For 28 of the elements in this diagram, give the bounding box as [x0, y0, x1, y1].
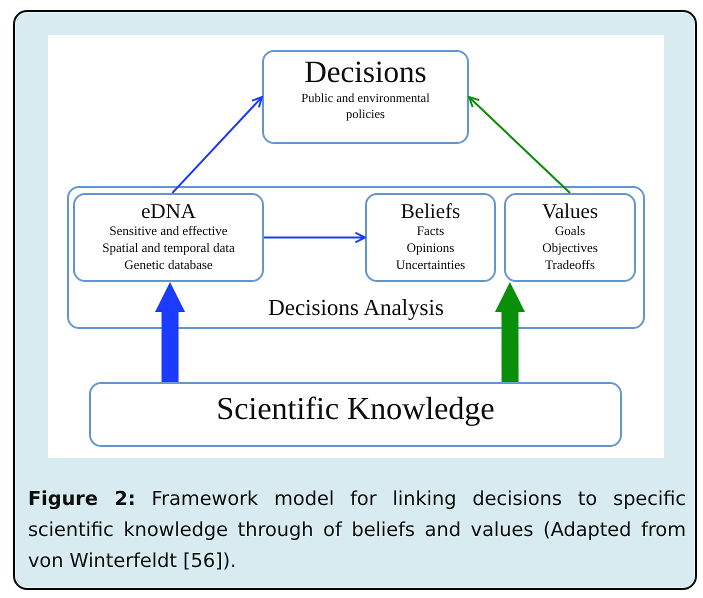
- process-box: [504, 193, 636, 282]
- item-text: Sensitive and effective: [108, 223, 229, 240]
- title-text: Decisions: [303, 54, 428, 90]
- figure-caption: Figure 2: Framework model for linking decisions to specific scientific knowledge through of beliefs and values (Adapted from von Winterfeldt [56]).: [28, 486, 686, 574]
- box-title: Values: [541, 199, 599, 224]
- box-title: eDNA: [140, 199, 197, 224]
- group-title: Decisions Analysis: [267, 294, 445, 321]
- thick-arrow: [155, 282, 186, 382]
- subtitle-text: Public and environmental policies: [300, 90, 431, 122]
- arrow: [468, 96, 571, 194]
- arrow: [264, 232, 366, 244]
- analysis-group-box: [67, 186, 645, 329]
- process-box: [365, 193, 496, 282]
- thick-arrow: [494, 282, 525, 382]
- item-text: Genetic database: [123, 256, 214, 274]
- process-box: [73, 193, 264, 282]
- box-title: Beliefs: [400, 199, 462, 224]
- knowledge-box: [89, 382, 622, 447]
- decision-box: [262, 50, 469, 144]
- item-text: Uncertainties: [394, 256, 466, 274]
- item-text: Tradeoffs: [544, 256, 596, 274]
- box-title: Scientific Knowledge: [215, 390, 496, 427]
- item-text: Goals: [554, 223, 586, 240]
- arrow: [172, 96, 263, 194]
- item-text: Opinions: [406, 240, 456, 257]
- item-text: Facts: [416, 223, 446, 240]
- item-text: Spatial and temporal data: [101, 240, 236, 257]
- item-text: Objectives: [541, 240, 599, 257]
